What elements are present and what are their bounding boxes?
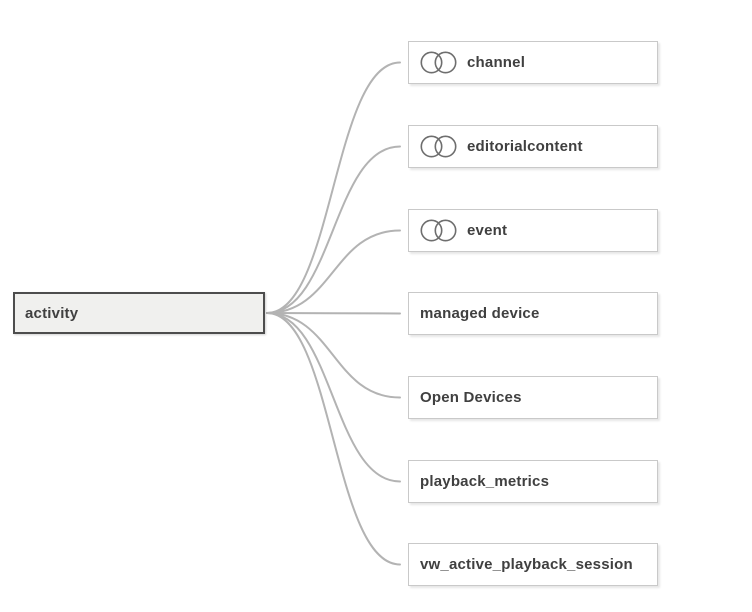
target-table-node[interactable]: event <box>408 209 658 252</box>
target-table-node[interactable]: Open Devices <box>408 376 658 419</box>
association-link <box>266 312 401 566</box>
target-table-node[interactable]: playback_metrics <box>408 460 658 503</box>
venn-association-icon <box>420 219 457 242</box>
association-link <box>266 312 401 315</box>
association-link <box>266 312 401 399</box>
target-table-node[interactable]: managed device <box>408 292 658 335</box>
association-link <box>266 229 401 314</box>
source-table-node[interactable]: activity <box>13 292 265 334</box>
venn-association-icon <box>420 135 457 158</box>
association-link <box>266 312 401 483</box>
association-link <box>266 145 401 314</box>
target-table-label: editorialcontent <box>467 138 583 155</box>
target-table-node[interactable]: vw_active_playback_session <box>408 543 658 586</box>
venn-association-icon <box>420 51 457 74</box>
source-table-label: activity <box>25 304 79 322</box>
association-link <box>266 61 401 314</box>
target-table-label: vw_active_playback_session <box>420 556 633 573</box>
target-table-node[interactable]: editorialcontent <box>408 125 658 168</box>
target-table-label: playback_metrics <box>420 473 550 490</box>
target-table-label: managed device <box>420 305 540 322</box>
target-table-label: channel <box>467 54 526 71</box>
target-table-node[interactable]: channel <box>408 41 658 84</box>
target-table-label: Open Devices <box>420 389 522 406</box>
target-table-label: event <box>467 222 508 239</box>
